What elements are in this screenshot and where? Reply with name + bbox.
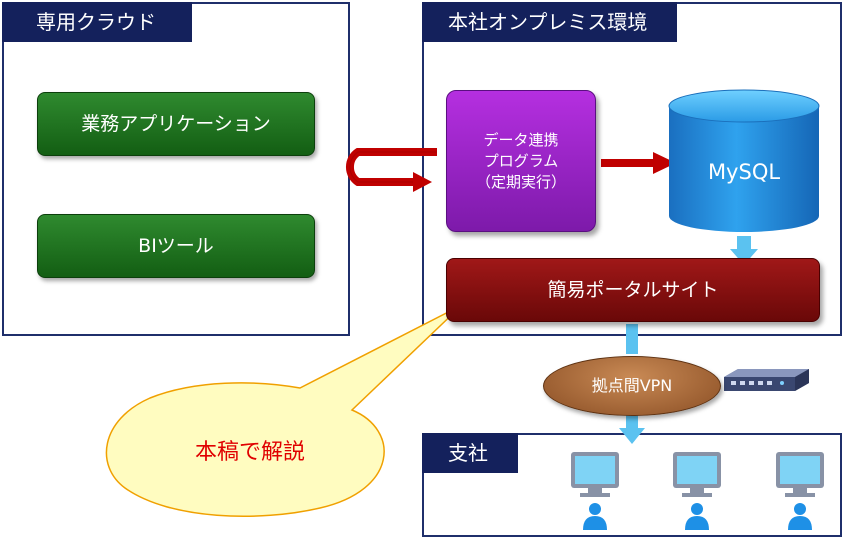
callout-text: 本稿で解説 (194, 440, 305, 465)
business-app-box: 業務アプリケーション (37, 92, 315, 156)
branch-panel: 支社 (422, 433, 842, 537)
sync-program-line3: （定期実行） (475, 172, 566, 191)
user-icon (583, 503, 607, 530)
portal-site-box: 簡易ポータルサイト (446, 258, 820, 322)
vpn-ellipse: 拠点間VPN (543, 356, 721, 416)
mysql-label: MySQL (707, 160, 781, 184)
pc-monitor-icon (571, 452, 619, 497)
portal-to-vpn-line (626, 324, 638, 354)
sync-program-box: データ連携 プログラム （定期実行） (446, 90, 596, 232)
cloud-panel: 専用クラウド (2, 2, 350, 336)
branch-panel-title: 支社 (422, 433, 518, 473)
vpn-to-branch-arrow (619, 413, 645, 444)
callout-bubble (105, 304, 463, 517)
sync-program-line2: プログラム (483, 151, 559, 170)
program-to-db-arrowhead (653, 152, 676, 174)
router-icon (724, 369, 809, 391)
pc-monitor-icon (673, 452, 721, 497)
bi-tool-box: BIツール (37, 214, 315, 278)
user-icon (788, 503, 812, 530)
hq-panel-title: 本社オンプレミス環境 (422, 2, 678, 42)
cloud-panel-title: 専用クラウド (2, 2, 192, 42)
u-turn-arrowhead (413, 172, 432, 192)
db-to-portal-arrow (730, 236, 758, 265)
program-to-db-arrow-shaft (601, 159, 656, 167)
u-turn-arrow (346, 148, 437, 186)
sync-program-line1: データ連携 (483, 130, 559, 149)
pc-monitor-icon (776, 452, 824, 497)
u-turn-arrow-outline (349, 151, 437, 183)
mysql-cylinder (668, 89, 820, 232)
user-icon (685, 503, 709, 530)
